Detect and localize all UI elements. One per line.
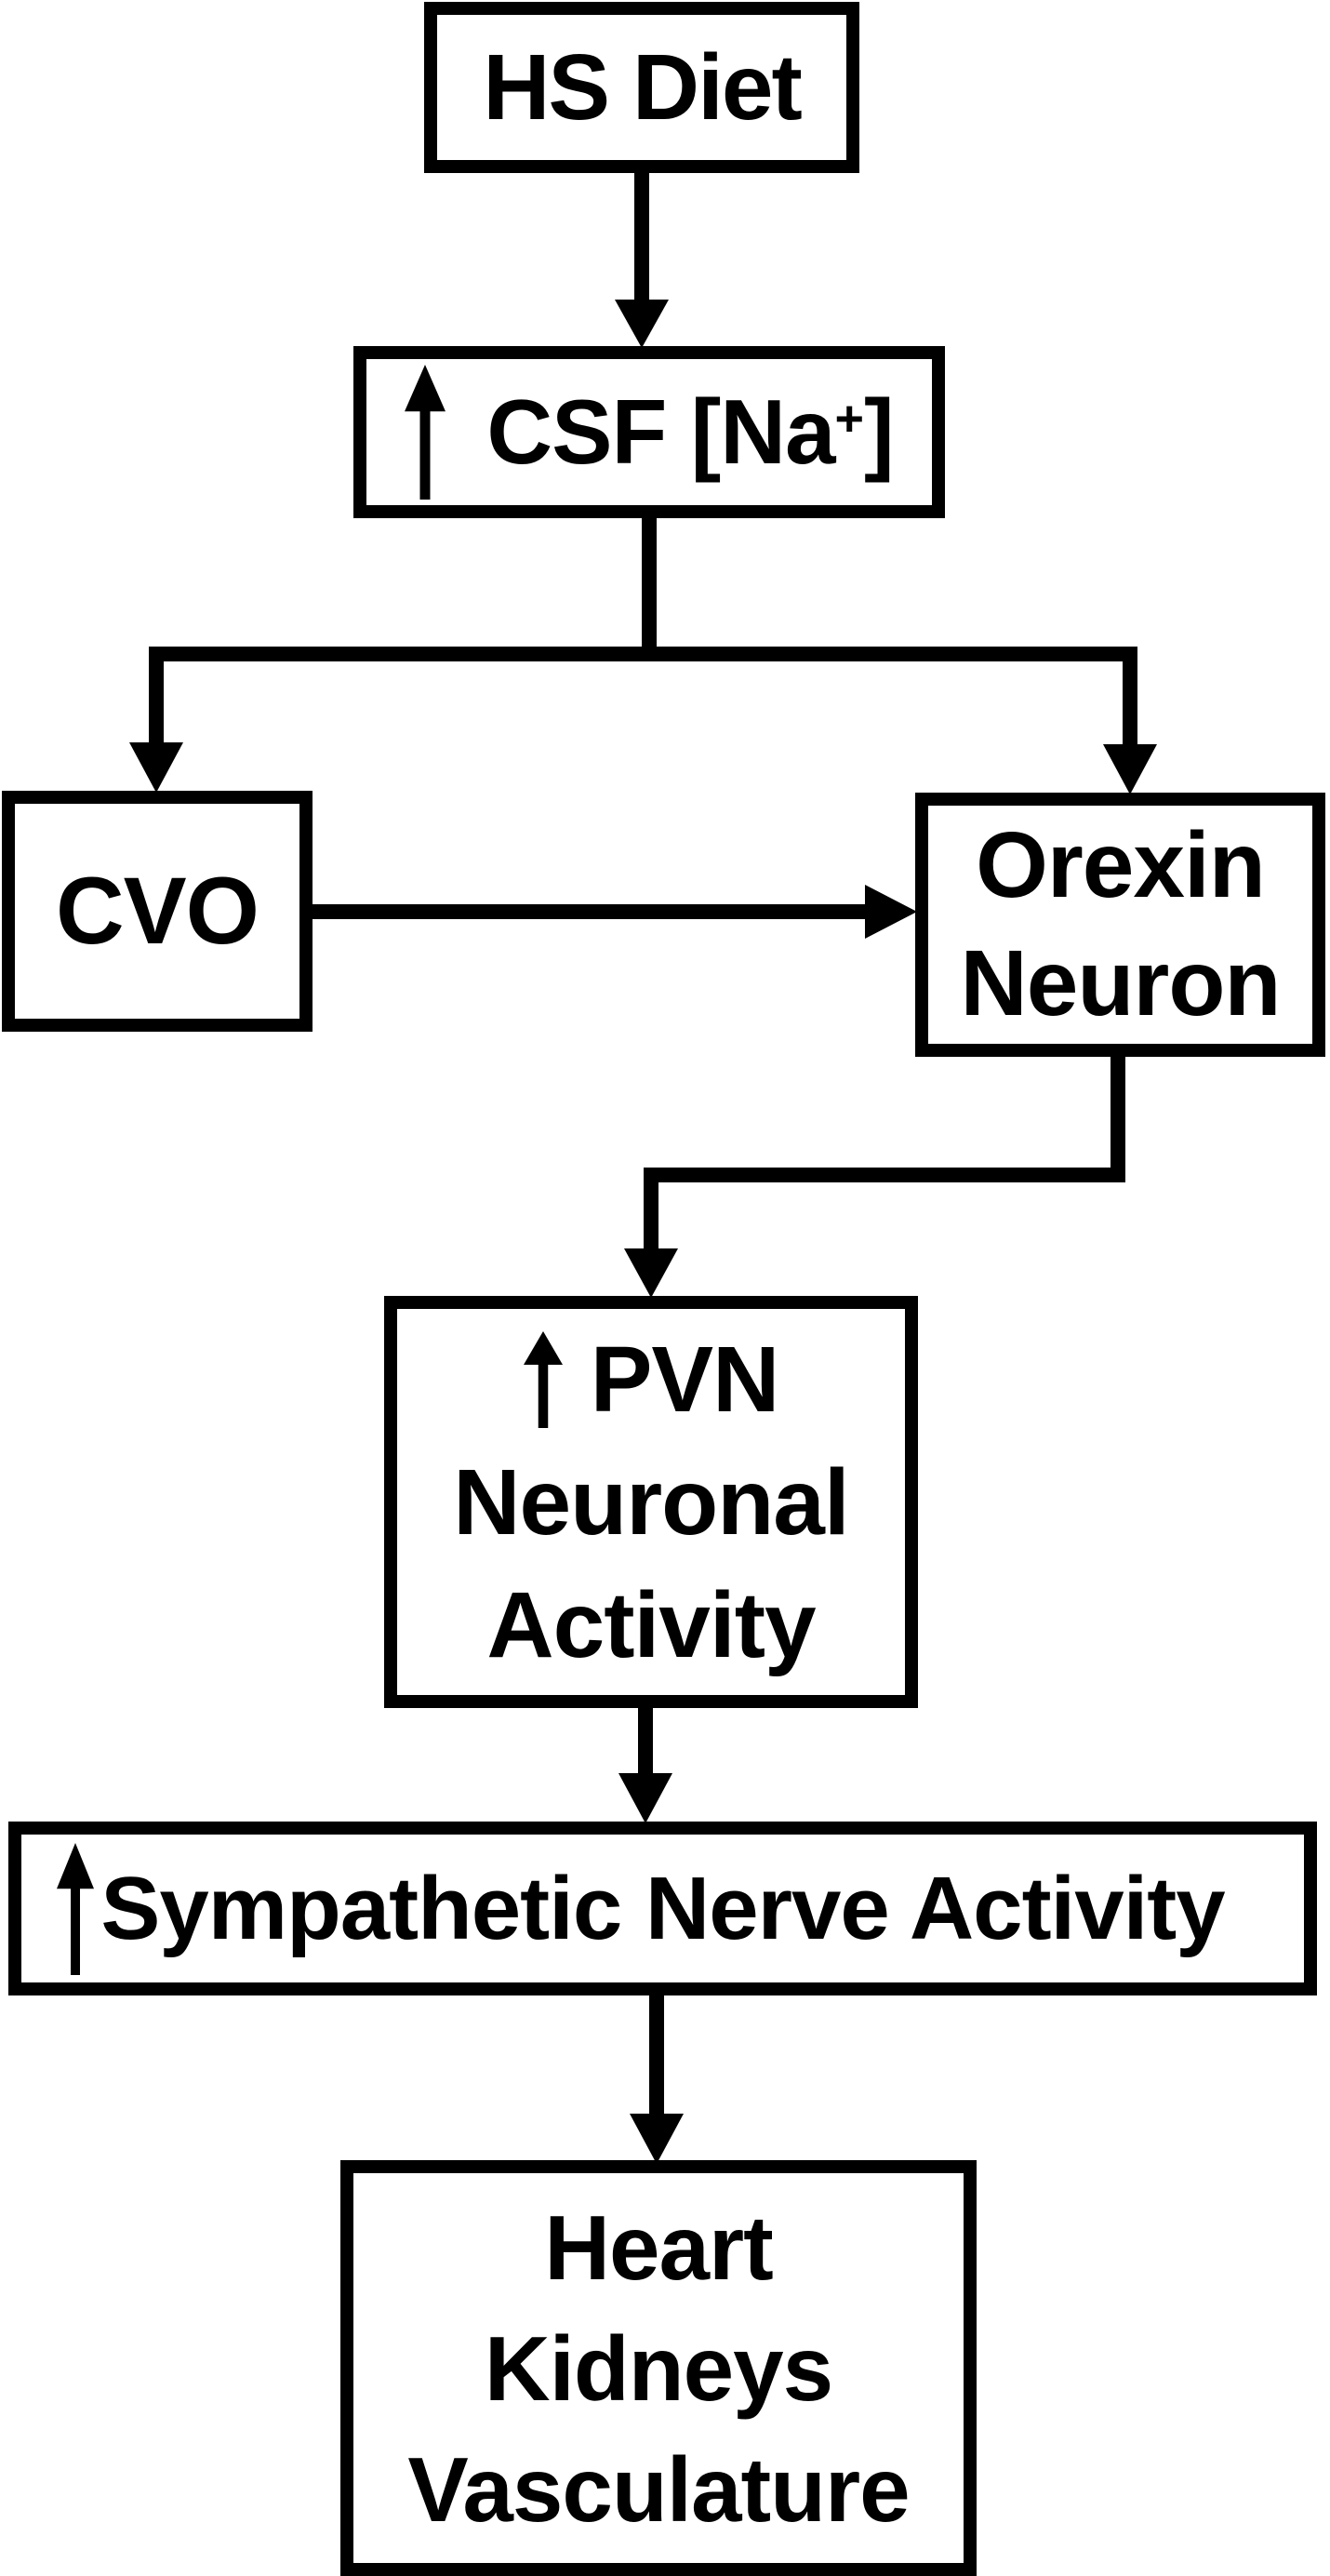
node-hs-diet: HS Diet (424, 2, 859, 173)
node-cvo: CVO (2, 791, 313, 1032)
edge-fork-cvo-arrowhead (129, 742, 183, 793)
node-end-organs-label-line: Kidneys (484, 2316, 833, 2420)
node-end-organs-label-line: Vasculature (407, 2437, 910, 2541)
up-arrow-icon (405, 365, 446, 500)
node-pvn-label-line: PVN (523, 1318, 779, 1441)
node-end-organs: Heart Kidneys Vasculature (340, 2160, 977, 2576)
node-sympathetic-nerve-activity: Sympathetic Nerve Activity (8, 1822, 1317, 1995)
edge-hsdiet-csf-arrowhead (615, 300, 669, 348)
node-pvn-activity: PVN Neuronal Activity (384, 1296, 918, 1708)
node-orexin-label-line: Neuron (960, 931, 1282, 1035)
edge-elbow-pvn-arrowhead (624, 1248, 678, 1298)
node-orexin-label-line: Orexin (976, 813, 1266, 917)
node-csf-na: CSF [Na+] (353, 346, 945, 518)
edge-pvn-sna-arrowhead (618, 1773, 672, 1823)
node-cvo-label: CVO (55, 858, 259, 964)
node-orexin-neuron: Orexin Neuron (915, 793, 1325, 1057)
edge-fork-orexin-arrowhead (1103, 744, 1157, 794)
node-pvn-label-line: Activity (486, 1572, 816, 1677)
edge-sna-targets-arrowhead (630, 2114, 684, 2164)
sodium-superscript: + (834, 391, 864, 447)
node-csf-na-label: CSF [Na+] (486, 380, 894, 483)
node-hs-diet-label: HS Diet (483, 34, 803, 140)
node-end-organs-label-line: Heart (544, 2196, 774, 2299)
edge-cvo-orexin-arrowhead (865, 885, 917, 939)
node-pvn-label-line: Neuronal (453, 1449, 849, 1555)
up-arrow-icon (523, 1330, 563, 1428)
up-arrow-icon (57, 1842, 94, 1975)
node-sna-label: Sympathetic Nerve Activity (100, 1858, 1225, 1958)
